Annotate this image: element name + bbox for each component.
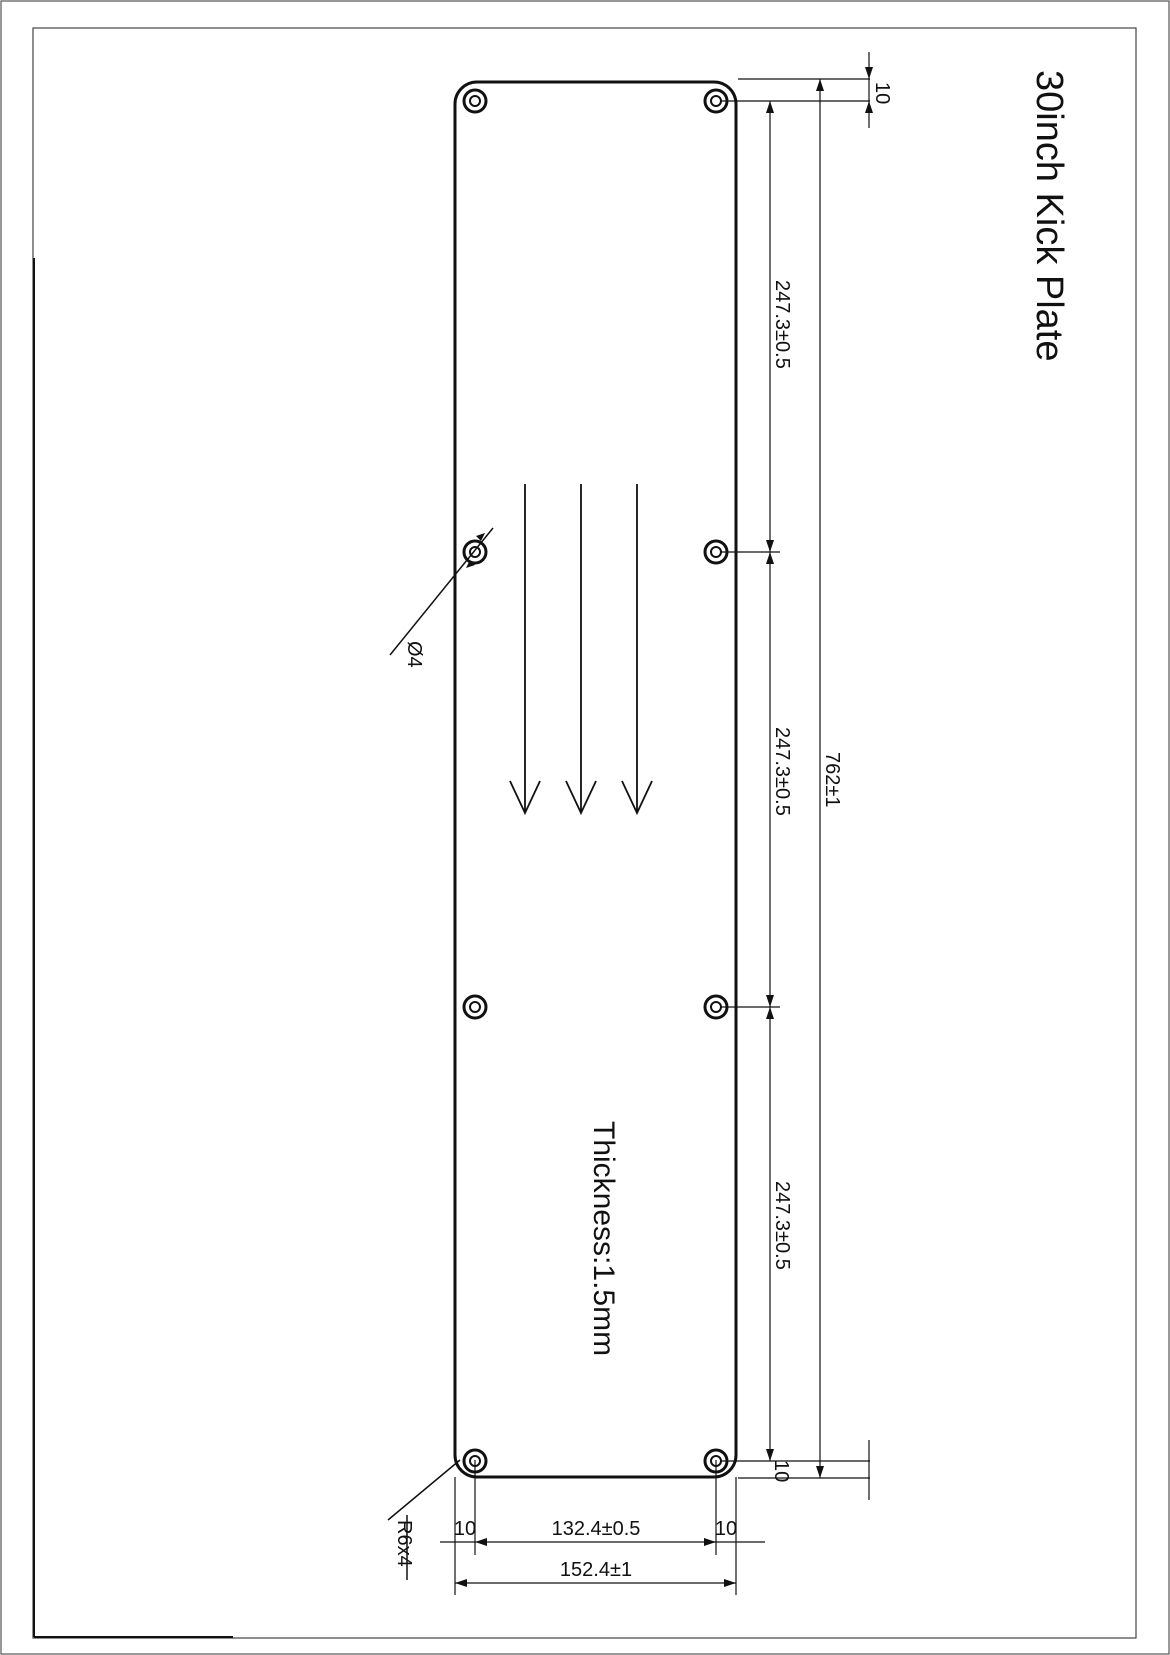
segment-bottom-label: 247.3±0.5 (771, 1181, 793, 1270)
right-offset-label: 10 (715, 1518, 737, 1540)
horizontal-dimensions: 10 132.4±0.5 10 152.4±1 (440, 1460, 765, 1595)
direction-arrows (509, 484, 653, 816)
inner-border (32, 27, 1137, 1639)
mounting-hole-bore (469, 1001, 481, 1013)
mounting-hole-bore (469, 95, 481, 107)
mounting-hole (462, 994, 488, 1020)
hole-spacing-width-label: 132.4±0.5 (552, 1518, 641, 1540)
overall-width-label: 152.4±1 (560, 1559, 632, 1581)
top-offset-label: 10 (871, 82, 893, 104)
mounting-hole-bore (469, 546, 481, 558)
bottom-offset-label: 10 (770, 1460, 792, 1482)
corner-radius-label: R6x4 (393, 1520, 415, 1567)
left-offset-label: 10 (454, 1518, 476, 1540)
thickness-note: Thickness:1.5mm (587, 1121, 620, 1356)
mounting-hole (462, 539, 488, 565)
mounting-hole-bore (710, 546, 722, 558)
direction-arrow (621, 484, 653, 816)
hole-diameter-callout: Ø4 (389, 527, 494, 668)
overall-length-label: 762±1 (821, 752, 843, 807)
corner-radius-callout: R6x4 (387, 1459, 461, 1580)
segment-middle-label: 247.3±0.5 (771, 727, 793, 816)
vertical-dimensions: 10 247.3±0.5 247.3±0.5 762±1 247.3±0.5 1… (720, 52, 893, 1500)
kick-plate-outline (453, 80, 738, 1479)
segment-top-label: 247.3±0.5 (771, 280, 793, 369)
direction-arrow (565, 484, 597, 816)
direction-arrow (509, 484, 541, 816)
mounting-hole-bore (710, 1001, 722, 1013)
hole-diameter-label: Ø4 (403, 641, 425, 668)
drawing-title: 30inch Kick Plate (1028, 70, 1070, 362)
mounting-hole (462, 88, 488, 114)
mounting-hole-bore (710, 95, 722, 107)
